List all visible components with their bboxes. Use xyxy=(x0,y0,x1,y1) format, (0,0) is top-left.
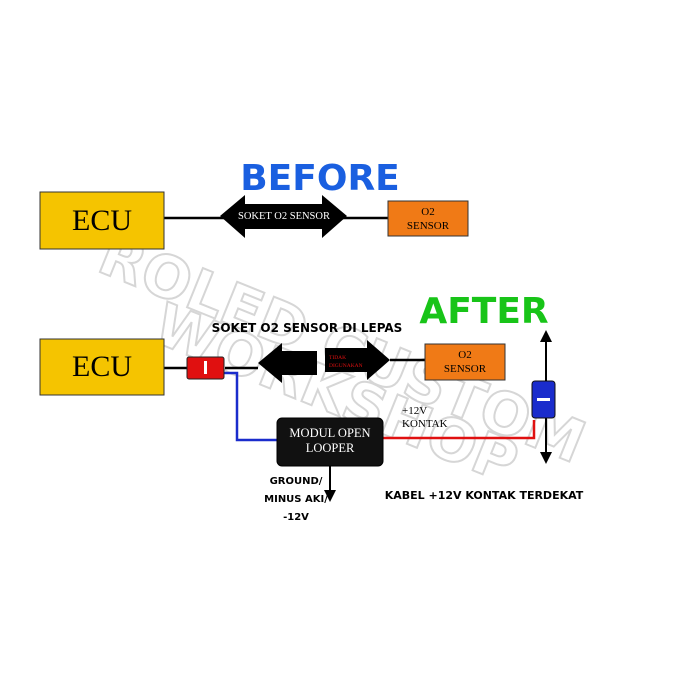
ground-line3: -12V xyxy=(283,512,309,523)
cable-label: KABEL +12V KONTAK TERDEKAT xyxy=(385,489,584,502)
unplugged-left-arrow xyxy=(258,343,317,383)
before-o2-sensor-box: O2 SENSOR xyxy=(387,200,469,237)
before-sensor-line1: O2 xyxy=(421,206,434,218)
blue-connector xyxy=(531,380,556,419)
ground-line2: MINUS AKI/ xyxy=(264,494,328,505)
after-ecu-label: ECU xyxy=(72,350,132,383)
before-sensor-line2: SENSOR xyxy=(407,220,450,232)
red-connector xyxy=(186,356,225,380)
unused-socket-arrow: TIDAK DIGUNAKAN xyxy=(325,340,390,380)
before-title: BEFORE xyxy=(240,158,400,199)
after-sensor-line1: O2 xyxy=(458,349,471,361)
module-line1: MODUL OPEN xyxy=(289,426,370,440)
open-looper-module: MODUL OPEN LOOPER xyxy=(276,417,384,467)
module-line2: LOOPER xyxy=(306,441,355,455)
before-ecu-box: ECU xyxy=(39,191,165,250)
ground-line1: GROUND/ xyxy=(270,476,323,487)
unplugged-label: SOKET O2 SENSOR DI LEPAS xyxy=(212,321,403,335)
kontak-line2: KONTAK xyxy=(402,418,448,430)
ground-label: GROUND/ MINUS AKI/ -12V xyxy=(264,476,328,523)
before-connector-arrow: SOKET O2 SENSOR xyxy=(220,195,347,238)
unused-line2: DIGUNAKAN xyxy=(329,363,363,369)
blue-wire xyxy=(224,371,277,442)
before-connector-label: SOKET O2 SENSOR xyxy=(238,211,330,222)
after-o2-sensor-box: O2 SENSOR xyxy=(424,343,506,381)
after-sensor-line2: SENSOR xyxy=(444,363,487,375)
kontak-line1: +12V xyxy=(402,405,427,417)
red-wire xyxy=(383,420,536,440)
kontak-label: +12V KONTAK xyxy=(402,405,448,430)
after-title: AFTER xyxy=(419,291,548,332)
unused-line1: TIDAK xyxy=(329,355,346,361)
before-ecu-label: ECU xyxy=(72,204,132,237)
after-ecu-box: ECU xyxy=(39,338,165,396)
